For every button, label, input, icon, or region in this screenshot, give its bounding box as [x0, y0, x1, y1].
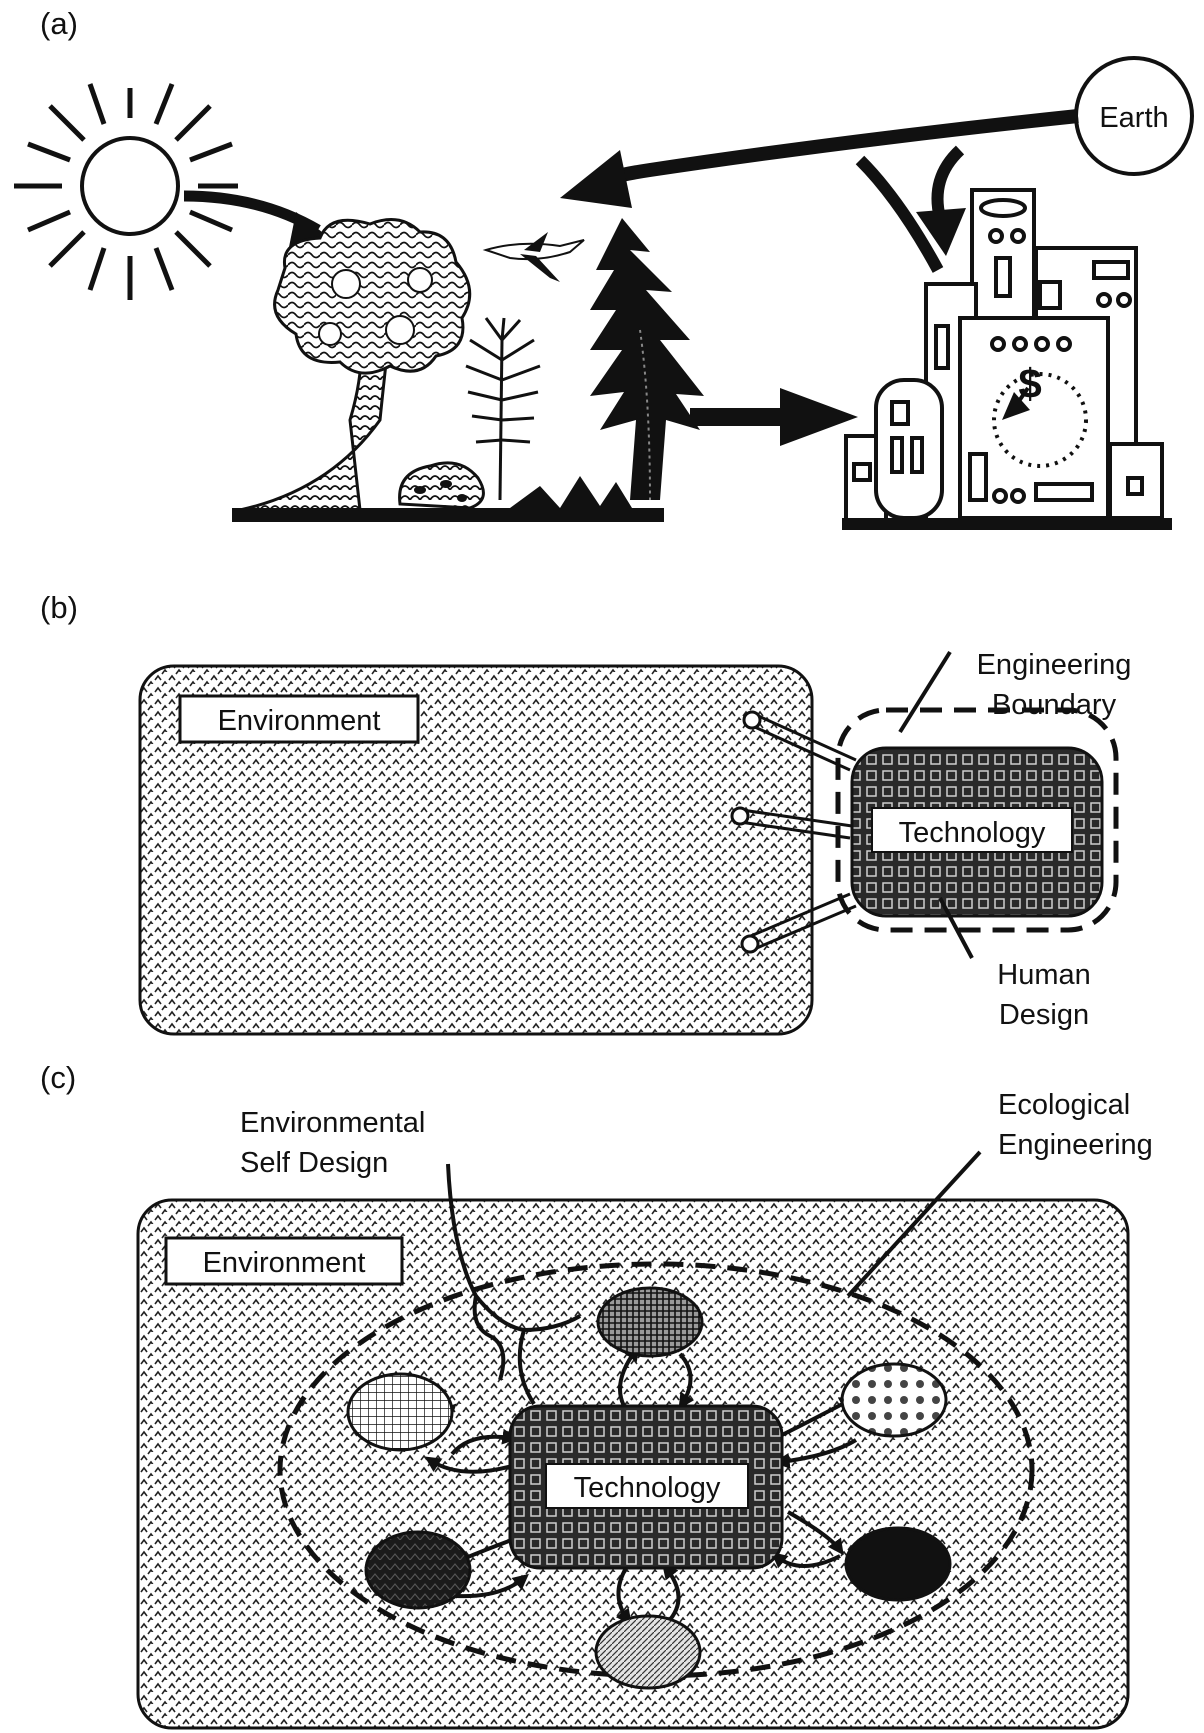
human-design-pointer — [938, 897, 974, 959]
technology-label-box-c: Technology — [545, 1463, 749, 1509]
ecological-engineering-pointer — [846, 1150, 982, 1298]
bird-icon — [482, 232, 585, 282]
ecosystem-to-economy-arrow — [690, 388, 858, 446]
panel-c: (c) Environment — [40, 1060, 1153, 1730]
panel-c-label: (c) — [40, 1060, 76, 1095]
environment-label: Environment — [218, 705, 381, 737]
city-ground-line — [842, 518, 1172, 530]
grass-icon — [510, 476, 632, 508]
deciduous-tree-icon — [239, 218, 472, 512]
ecosystem-node-lower-right — [844, 1526, 952, 1602]
earth-label: Earth — [1099, 102, 1168, 134]
ecosystem-node-top — [596, 1286, 704, 1358]
environment-label-box: Environment — [178, 694, 420, 744]
ecosystem-node-lower-left — [364, 1530, 472, 1610]
panel-a: (a) — [14, 6, 1194, 530]
environmental-self-design-label-line-2: Self Design — [240, 1147, 388, 1179]
engineering-boundary — [835, 707, 1119, 933]
ecosystem-exchange-arrows — [424, 1344, 858, 1626]
ecosystem-node-bottom — [594, 1614, 702, 1690]
ecosystem-node-left — [346, 1372, 454, 1452]
earth-node: Earth — [1074, 56, 1194, 176]
ground-line — [232, 508, 664, 522]
technology-label-c: Technology — [574, 1472, 721, 1504]
ecosystem-node-right — [840, 1362, 948, 1438]
conifer-tree-icon — [590, 218, 704, 501]
environment-area — [138, 664, 814, 1036]
panel-b: (b) Environment Technology Engineering B… — [40, 590, 1132, 1036]
environment-label-c: Environment — [203, 1247, 366, 1279]
economy-buildings-icon — [844, 188, 1164, 522]
engineering-boundary-label-line-2: Boundary — [992, 689, 1117, 721]
ecological-engineering-label-line-1: Ecological — [998, 1089, 1130, 1121]
engineering-boundary-pointer — [898, 650, 952, 734]
technology-label: Technology — [899, 817, 1046, 849]
environmental-self-design-label-line-1: Environmental — [240, 1107, 425, 1139]
earth-to-ecosystem-arrow — [596, 109, 1079, 189]
human-design-label-line-1: Human — [997, 959, 1091, 991]
rock-icon — [398, 461, 485, 510]
engineering-boundary-label-line-1: Engineering — [977, 649, 1132, 681]
panel-a-label: (a) — [40, 6, 78, 41]
earth-to-economy-arrow — [931, 145, 965, 220]
panel-b-label: (b) — [40, 590, 78, 625]
shrub-icon — [465, 317, 541, 501]
human-design-label-line-2: Design — [999, 999, 1089, 1031]
environment-exchange-tubes — [730, 710, 857, 954]
ecological-engineering-label-line-2: Engineering — [998, 1129, 1153, 1161]
technology-label-box: Technology — [871, 807, 1073, 853]
sun-icon — [14, 83, 238, 300]
environment-label-box-c: Environment — [164, 1236, 404, 1286]
environmental-self-design-pointer — [446, 1163, 582, 1406]
